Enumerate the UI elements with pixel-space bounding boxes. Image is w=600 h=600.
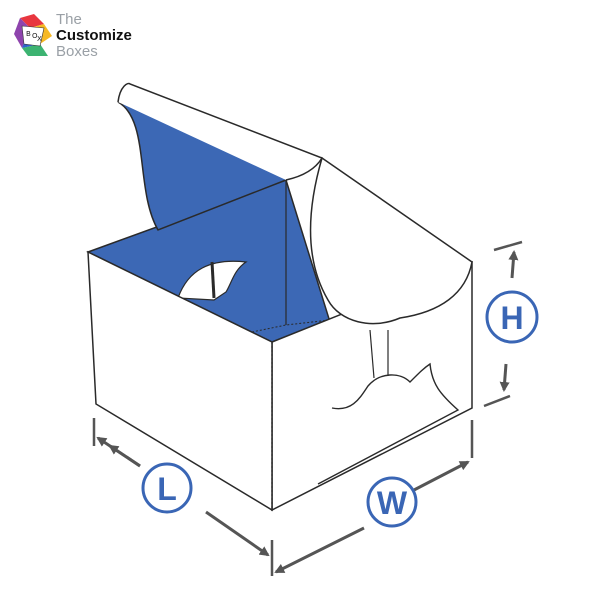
height-label-ring — [485, 290, 539, 344]
brand-mark-letter: B — [26, 30, 31, 38]
length-label-ring — [141, 462, 193, 514]
dimension-height: H — [483, 240, 539, 408]
brand-line-1: The — [56, 11, 82, 28]
height-label: H — [500, 300, 523, 336]
brand-mark-letter: X — [37, 35, 42, 43]
brand-logo: B O X The Customize Boxes — [14, 12, 154, 62]
side-tuck-tab — [317, 362, 460, 485]
dimension-width: W — [274, 420, 474, 574]
width-label-ring — [366, 476, 418, 528]
brand-mark-icon: B O X — [14, 14, 52, 56]
inner-fold-dashed — [251, 319, 331, 333]
lid-support-left — [369, 329, 375, 379]
brand-line-3: Boxes — [56, 43, 98, 60]
width-label: W — [377, 485, 408, 521]
lid-front-flap — [309, 156, 473, 325]
brand-wordmark: The Customize Boxes — [56, 12, 132, 60]
tuck-slot-tab — [210, 261, 216, 299]
brand-line-2: Customize — [56, 27, 132, 44]
brand-mark-letter: O — [32, 32, 38, 40]
box-front-panel — [87, 250, 273, 512]
length-label: L — [157, 471, 177, 507]
dimension-length: L — [92, 418, 274, 576]
lid-top-edge — [117, 82, 324, 181]
